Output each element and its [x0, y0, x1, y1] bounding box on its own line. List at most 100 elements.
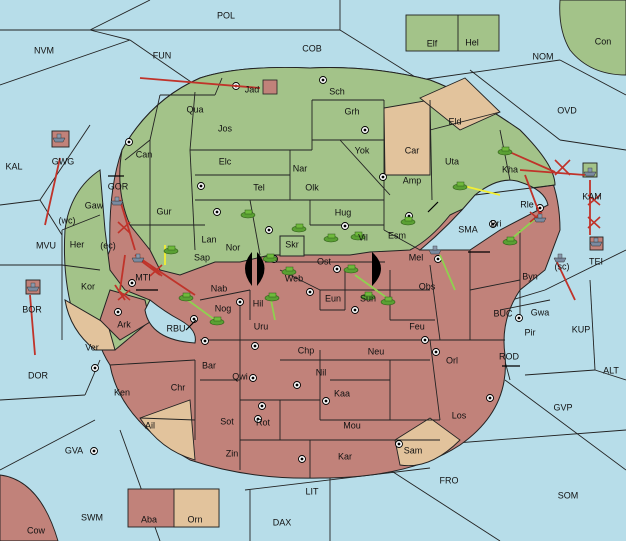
land-label-sc[interactable]: (sc): [555, 261, 570, 271]
land-label-chr[interactable]: Chr: [171, 382, 186, 392]
land-label-gur[interactable]: Gur: [156, 206, 171, 216]
sea-label-swm[interactable]: SWM: [81, 512, 103, 522]
ship-icon[interactable]: [131, 253, 145, 263]
sea-label-kal[interactable]: KAL: [5, 161, 22, 171]
sea-label-nom[interactable]: NOM: [533, 51, 554, 61]
land-label-bar[interactable]: Bar: [202, 360, 216, 370]
land-label-kor[interactable]: Kor: [81, 281, 95, 291]
land-label-bri[interactable]: Bri: [491, 218, 502, 228]
sea-label-dor[interactable]: DOR: [28, 370, 49, 380]
tank-icon[interactable]: [291, 223, 307, 233]
sea-label-buc[interactable]: BUC: [493, 308, 513, 318]
land-label-hug[interactable]: Hug: [335, 207, 352, 217]
land-label-lan[interactable]: Lan: [201, 234, 216, 244]
land-label-sam[interactable]: Sam: [404, 445, 423, 455]
tank-icon[interactable]: [502, 236, 518, 246]
land-label-mel[interactable]: Mel: [409, 252, 424, 262]
tank-icon[interactable]: [163, 245, 179, 255]
land-label-nab[interactable]: Nab: [211, 283, 228, 293]
land-label-nil[interactable]: Nil: [316, 367, 327, 377]
ship-icon[interactable]: [428, 245, 442, 255]
tank-icon[interactable]: [343, 264, 359, 274]
land-label-sot[interactable]: Sot: [220, 416, 234, 426]
land-label-nor[interactable]: Nor: [226, 242, 241, 252]
land-label-nog[interactable]: Nog: [215, 303, 232, 313]
tank-icon[interactable]: [350, 231, 366, 241]
ship-icon[interactable]: [26, 282, 40, 292]
land-label-yok[interactable]: Yok: [355, 145, 370, 155]
land-label-gwa[interactable]: Gwa: [531, 307, 550, 317]
sea-label-lit[interactable]: LIT: [305, 486, 319, 496]
land-label-zin[interactable]: Zin: [226, 448, 239, 458]
sea-label-dax[interactable]: DAX: [273, 517, 292, 527]
tank-icon[interactable]: [281, 266, 297, 276]
land-label-feu[interactable]: Feu: [409, 321, 425, 331]
tank-icon[interactable]: [240, 209, 256, 219]
land-label-eld[interactable]: Eld: [448, 116, 461, 126]
sea-label-fun[interactable]: FUN: [153, 50, 172, 60]
land-label-rle[interactable]: Rle: [520, 199, 534, 209]
land-label-tel[interactable]: Tel: [253, 182, 265, 192]
land-label-obs[interactable]: Obs: [419, 281, 436, 291]
land-label-her[interactable]: Her: [70, 239, 85, 249]
land-label-mou[interactable]: Mou: [343, 420, 361, 430]
sea-label-fro[interactable]: FRO: [440, 475, 459, 485]
land-label-gaw[interactable]: Gaw: [85, 200, 104, 210]
tank-icon[interactable]: [178, 292, 194, 302]
land-label-hil[interactable]: Hil: [253, 298, 264, 308]
land-label-qua[interactable]: Qua: [186, 104, 203, 114]
ship-icon[interactable]: [583, 167, 597, 177]
land-label-gor[interactable]: GOR: [108, 181, 129, 191]
land-label-uta[interactable]: Uta: [445, 156, 459, 166]
land-label-orn[interactable]: Orn: [187, 514, 202, 524]
land-label-bor[interactable]: BOR: [22, 304, 42, 314]
land-label-nar[interactable]: Nar: [293, 163, 308, 173]
ship-icon[interactable]: [553, 253, 567, 263]
sea-label-gva[interactable]: GVA: [65, 445, 83, 455]
land-label-grh[interactable]: Grh: [344, 106, 359, 116]
land-label-qwi[interactable]: Qwi: [232, 371, 248, 381]
land-label-chp[interactable]: Chp: [298, 345, 315, 355]
land-label-sch[interactable]: Sch: [329, 86, 345, 96]
land-label-neu[interactable]: Neu: [368, 346, 385, 356]
land-label-ost[interactable]: Ost: [317, 256, 332, 266]
land-label-kar[interactable]: Kar: [338, 451, 352, 461]
land-label-cow[interactable]: Cow: [27, 525, 46, 535]
sea-label-sma[interactable]: SMA: [458, 224, 478, 234]
land-label-skr[interactable]: Skr: [285, 239, 299, 249]
land-label-gwg[interactable]: GWG: [52, 156, 75, 166]
land-label-elf[interactable]: Elf: [427, 38, 438, 48]
tank-icon[interactable]: [400, 216, 416, 226]
sea-label-mvu[interactable]: MVU: [36, 240, 56, 250]
sea-label-ovd[interactable]: OVD: [557, 105, 577, 115]
sea-label-pol[interactable]: POL: [217, 10, 235, 20]
tank-icon[interactable]: [497, 146, 513, 156]
tank-icon[interactable]: [323, 233, 339, 243]
land-label-rot[interactable]: Rot: [256, 417, 271, 427]
land-label-ail[interactable]: Ail: [145, 420, 155, 430]
land-label-elc[interactable]: Elc: [219, 156, 232, 166]
sea-label-alt[interactable]: ALT: [603, 365, 619, 375]
land-label-can[interactable]: Can: [136, 149, 153, 159]
tank-icon[interactable]: [209, 316, 225, 326]
ship-icon[interactable]: [533, 213, 547, 223]
sea-label-gvp[interactable]: GVP: [553, 402, 572, 412]
ship-icon[interactable]: [589, 237, 603, 247]
land-label-vil[interactable]: Vil: [358, 232, 368, 242]
sea-label-kup[interactable]: KUP: [572, 324, 591, 334]
land-label-kha[interactable]: Kha: [502, 164, 518, 174]
land-label-ver[interactable]: Ver: [85, 342, 99, 352]
land-label-kam[interactable]: KAM: [582, 191, 602, 201]
land-label-ark[interactable]: Ark: [117, 319, 131, 329]
land-label-con[interactable]: Con: [595, 36, 612, 46]
land-label-web[interactable]: Web: [285, 273, 303, 283]
land-label-uru[interactable]: Uru: [254, 321, 269, 331]
sea-label-rbu[interactable]: RBU: [166, 323, 185, 333]
land-label-wc[interactable]: (wc): [59, 215, 76, 225]
ship-icon[interactable]: [110, 196, 124, 206]
land-label-byn[interactable]: Byn: [522, 271, 538, 281]
land-label-orl[interactable]: Orl: [446, 355, 458, 365]
land-label-olk[interactable]: Olk: [305, 182, 319, 192]
land-label-kaa[interactable]: Kaa: [334, 388, 350, 398]
land-label-ken[interactable]: Ken: [114, 387, 130, 397]
